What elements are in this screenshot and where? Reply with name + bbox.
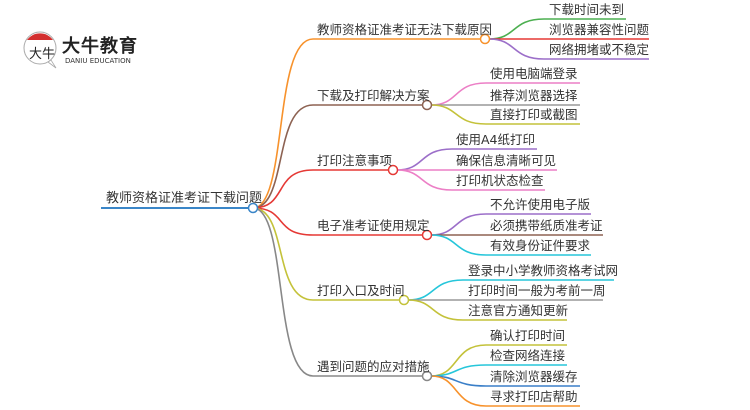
leaf-topic[interactable]: 网络拥堵或不稳定 — [549, 42, 650, 57]
leaf-connector — [396, 148, 537, 171]
root-collapse-toggle — [247, 202, 259, 214]
branch-collapse-toggle — [398, 294, 410, 306]
branch-connector — [252, 104, 427, 209]
root-topic[interactable]: 教师资格证准考证下载问题 — [106, 191, 263, 206]
leaf-topic[interactable]: 注意官方通知更新 — [468, 303, 569, 318]
leaf-connector — [430, 234, 591, 256]
leaf-topic[interactable]: 清除浏览器缓存 — [490, 369, 578, 384]
leaf-topic[interactable]: 下载时间未到 — [549, 2, 625, 17]
branch-topic[interactable]: 电子准考证使用规定 — [317, 218, 430, 233]
branch-topic[interactable]: 打印入口及时间 — [317, 283, 405, 298]
branch-topic[interactable]: 教师资格证准考证无法下载原因 — [317, 22, 493, 37]
leaf-topic[interactable]: 使用A4纸打印 — [456, 132, 536, 147]
leaf-topic[interactable]: 寻求打印店帮助 — [490, 389, 578, 404]
leaf-connector — [430, 375, 580, 407]
leaf-topic[interactable]: 有效身份证件要求 — [490, 238, 591, 253]
branch-collapse-toggle — [479, 33, 491, 45]
leaf-topic[interactable]: 检查网络连接 — [490, 348, 566, 363]
branch-collapse-toggle — [421, 99, 433, 111]
leaf-topic[interactable]: 必须携带纸质准考证 — [490, 218, 603, 233]
branch-connector — [252, 207, 427, 236]
leaf-connector — [407, 279, 614, 301]
branch-collapse-toggle — [387, 164, 399, 176]
brand-name: 大牛教育 — [62, 36, 138, 57]
leaf-connector — [488, 38, 649, 60]
branch-connector — [252, 207, 404, 301]
branch-collapse-toggle — [421, 229, 433, 241]
leaf-topic[interactable]: 打印时间一般为考前一周 — [468, 283, 606, 298]
brand-name-en: DANIU EDUCATION — [65, 57, 131, 65]
branch-connector — [252, 38, 485, 209]
leaf-connector — [407, 299, 567, 321]
leaf-connector — [430, 104, 580, 125]
leaf-connector — [430, 344, 567, 377]
branch-topic[interactable]: 遇到问题的应对措施 — [317, 359, 430, 374]
leaf-topic[interactable]: 登录中小学教师资格考试网 — [468, 263, 619, 278]
leaf-topic[interactable]: 浏览器兼容性问题 — [549, 22, 650, 37]
branch-connector — [252, 169, 393, 209]
logo: 大牛 大牛教育 DANIU EDUCATION — [22, 28, 142, 72]
leaf-connector — [396, 169, 545, 191]
leaf-topic[interactable]: 确保信息清晰可见 — [456, 153, 557, 168]
leaf-topic[interactable]: 直接打印或截图 — [490, 107, 578, 122]
branch-connector — [252, 207, 427, 377]
leaf-connector — [430, 82, 580, 106]
branch-topic[interactable]: 下载及打印解决方案 — [317, 88, 430, 103]
leaf-topic[interactable]: 打印机状态检查 — [456, 173, 544, 188]
branch-topic[interactable]: 打印注意事项 — [317, 153, 393, 168]
leaf-topic[interactable]: 确认打印时间 — [490, 328, 566, 343]
leaf-topic[interactable]: 不允许使用电子版 — [490, 197, 591, 212]
leaf-connector — [488, 18, 626, 40]
leaf-connector — [430, 213, 591, 236]
svg-text:大牛: 大牛 — [29, 47, 55, 62]
logo-mark-icon: 大牛 — [23, 31, 57, 69]
branch-collapse-toggle — [421, 370, 433, 382]
leaf-topic[interactable]: 使用电脑端登录 — [490, 66, 578, 81]
leaf-topic[interactable]: 推荐浏览器选择 — [490, 88, 578, 103]
